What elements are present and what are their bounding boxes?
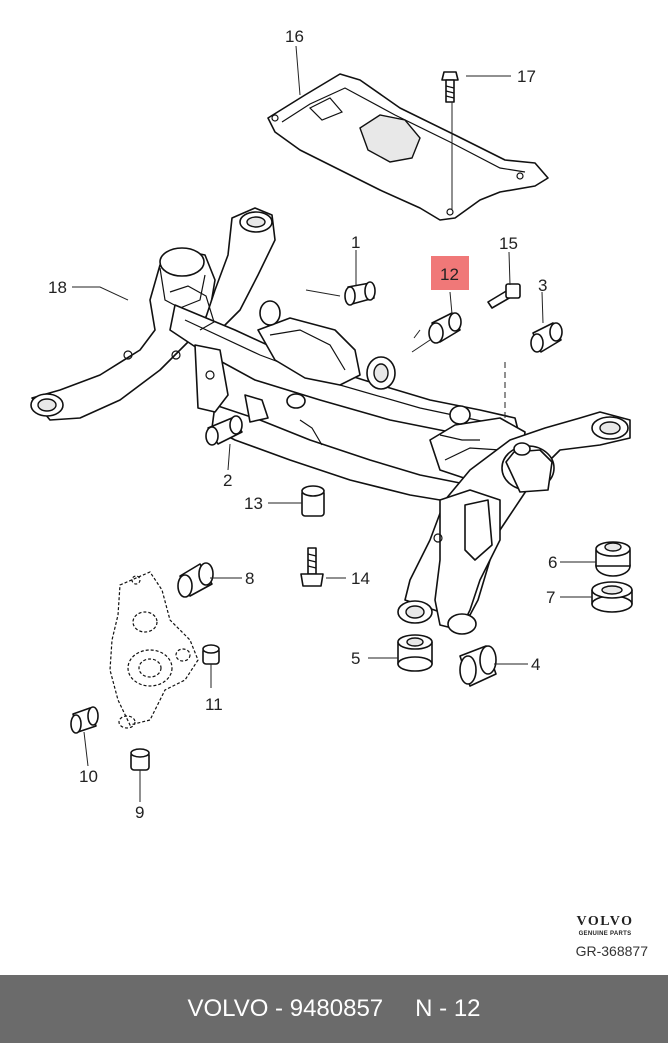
callout-4: 4 bbox=[531, 655, 540, 674]
volvo-genuine-parts-logo: VOLVO GENUINE PARTS bbox=[560, 914, 650, 938]
callout-12-highlight bbox=[431, 256, 469, 290]
part-12-bushing bbox=[428, 312, 462, 344]
callout-1: 1 bbox=[351, 233, 360, 252]
callout-7: 7 bbox=[546, 588, 555, 607]
brand-tagline: GENUINE PARTS bbox=[578, 931, 632, 937]
footer-position: N - 12 bbox=[415, 995, 481, 1022]
footer-part-number: VOLVO - 9480857 bbox=[187, 995, 384, 1022]
part-8-bushing bbox=[177, 562, 214, 598]
callout-15: 15 bbox=[499, 234, 518, 253]
callout-14: 14 bbox=[351, 569, 370, 588]
part-7-washer bbox=[591, 581, 633, 613]
part-10-bushing bbox=[70, 706, 99, 734]
callout-16: 16 bbox=[285, 27, 304, 46]
part-17-bolt bbox=[441, 71, 459, 210]
part-4-bushing bbox=[459, 645, 497, 687]
callout-10: 10 bbox=[79, 767, 98, 786]
callout-11: 11 bbox=[205, 695, 223, 714]
callout-17: 17 bbox=[517, 67, 536, 86]
footer-bar: VOLVO - 9480857 N - 12 bbox=[0, 975, 668, 1043]
callout-labels: 16 17 1 12 15 3 18 2 13 14 8 11 10 9 5 4… bbox=[48, 27, 557, 822]
drawing-reference: GR-368877 bbox=[575, 943, 648, 959]
callout-8: 8 bbox=[245, 569, 254, 588]
part-2-bushing bbox=[205, 415, 243, 446]
part-13-bushing bbox=[301, 485, 325, 517]
callout-5: 5 bbox=[351, 649, 360, 668]
callout-6: 6 bbox=[548, 553, 557, 572]
part-1-bushing bbox=[344, 281, 376, 306]
callout-13: 13 bbox=[244, 494, 263, 513]
callout-18: 18 bbox=[48, 278, 67, 297]
callout-9: 9 bbox=[135, 803, 144, 822]
part-6-mount bbox=[595, 541, 631, 577]
part-3-bushing bbox=[504, 322, 563, 420]
knuckle-hub-carrier bbox=[109, 571, 199, 729]
brand-name: VOLVO bbox=[576, 914, 634, 929]
exploded-parts-diagram: 16 17 1 12 15 3 18 2 13 14 8 11 10 9 5 4… bbox=[30, 27, 633, 822]
leader-lines bbox=[72, 45, 596, 802]
callout-12: 12 bbox=[440, 265, 459, 284]
part-9-bushing bbox=[130, 748, 150, 771]
part-18-subframe bbox=[30, 207, 631, 635]
part-5-mount bbox=[397, 634, 433, 672]
part-11-bushing bbox=[202, 644, 220, 665]
callout-2: 2 bbox=[223, 471, 232, 490]
part-14-bolt bbox=[300, 547, 324, 587]
part-15-bolt bbox=[487, 283, 521, 309]
part-16-cover-plate bbox=[267, 73, 549, 221]
callout-3: 3 bbox=[538, 276, 547, 295]
